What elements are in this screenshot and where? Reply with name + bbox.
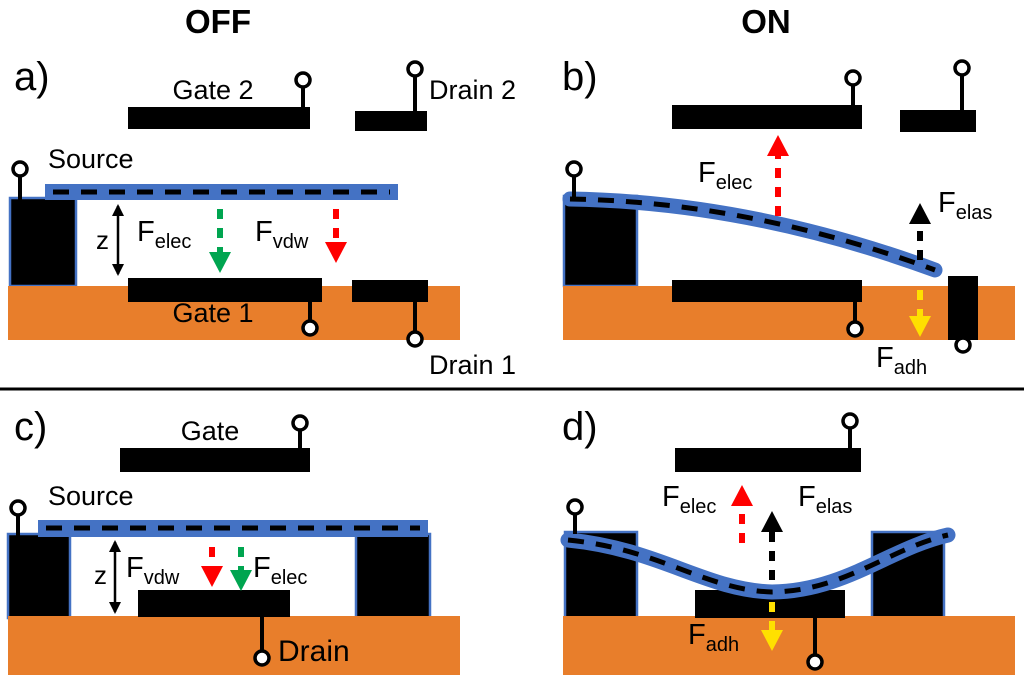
source-terminal-circle (9, 499, 27, 517)
source-label: Source (48, 144, 134, 174)
gate1-bar (128, 278, 322, 302)
gap-label: z (96, 225, 109, 255)
gate-bar (120, 448, 310, 472)
source-terminal-circle (565, 160, 583, 178)
panel-a-letter: a) (14, 55, 50, 99)
f-adh-sub: adh (894, 357, 927, 379)
f-elas-sub: elas (956, 202, 993, 224)
panel-c-letter: c) (14, 405, 47, 449)
source-beam-centerline (567, 532, 949, 595)
f-elec-sub: elec (271, 567, 308, 589)
anchor-block-right (354, 532, 432, 620)
panel-c: c) Gate Source Drain z Fvdw Felec (6, 405, 460, 675)
f-elec-label: Felec (137, 216, 191, 253)
panel-b-letter: b) (562, 55, 598, 99)
f-elec-sub: elec (680, 496, 717, 518)
drain-label: Drain (278, 635, 350, 668)
gate2-bar (128, 107, 310, 129)
substrate (563, 616, 1015, 675)
drain-terminal-circle (806, 653, 824, 671)
gate2-bar (672, 105, 862, 129)
drain2-terminal-circle (953, 59, 971, 77)
anchor-block-left (6, 532, 72, 620)
source-beam-centerline (569, 196, 936, 273)
gate-terminal-circle (291, 414, 309, 432)
drain2-terminal-circle (406, 60, 424, 78)
gate1-bar (672, 280, 862, 302)
drain1-terminal-circle (406, 330, 424, 348)
f-adh-base: F (688, 619, 706, 651)
panel-b: b) Felec Felas Fadh (562, 55, 1015, 379)
gate2-terminal-circle (294, 71, 312, 89)
f-elec-base: F (253, 552, 271, 584)
f-vdw-label: Fvdw (255, 216, 309, 253)
f-elec-base: F (698, 157, 716, 189)
source-beam (38, 520, 428, 537)
f-adh-label: Fadh (876, 342, 927, 379)
on-state-header: ON (741, 3, 791, 40)
f-elec-sub: elec (155, 231, 192, 253)
source-terminal-circle (11, 160, 29, 178)
gate-label: Gate (181, 416, 240, 446)
f-vdw-sub: vdw (144, 567, 180, 589)
gate2-label: Gate 2 (172, 75, 253, 105)
f-vdw-sub: vdw (273, 231, 309, 253)
source-terminal-circle (566, 498, 584, 516)
drain2-bar (900, 110, 976, 132)
f-elas-label: Felas (938, 187, 992, 224)
drain2-bar (355, 111, 427, 131)
f-elas-base: F (938, 187, 956, 219)
anchor-block (8, 196, 78, 288)
off-state-header: OFF (185, 3, 251, 40)
gate-terminal-circle (841, 412, 859, 430)
gate1-terminal-circle (301, 319, 319, 337)
f-elec-label: Felec (662, 481, 716, 518)
drain1-bar (352, 280, 428, 302)
drain-bar (138, 590, 290, 617)
panel-d: d) Felec Felas Fadh (560, 405, 1015, 675)
panel-d-letter: d) (562, 405, 598, 449)
f-elas-label: Felas (798, 481, 852, 518)
f-adh-sub: adh (706, 634, 739, 656)
f-elec-label: Felec (253, 552, 307, 589)
drain1-contact-bar (948, 276, 978, 340)
drain1-terminal-circle (954, 336, 972, 354)
gate-bar (675, 448, 861, 472)
gap-label: z (94, 560, 107, 590)
anchor-block (562, 194, 639, 288)
drain-terminal-circle (253, 649, 271, 667)
f-adh-base: F (876, 342, 894, 374)
f-vdw-base: F (126, 552, 144, 584)
f-elec-sub: elec (716, 172, 753, 194)
f-vdw-base: F (255, 216, 273, 248)
gate1-terminal-circle (846, 320, 864, 338)
f-elas-sub: elas (816, 496, 853, 518)
gate2-terminal-circle (844, 69, 862, 87)
drain1-label: Drain 1 (429, 350, 516, 380)
drain2-label: Drain 2 (429, 75, 516, 105)
f-elec-base: F (662, 481, 680, 513)
panel-a: a) Gate 2 Drain 2 Source Gate 1 Drain 1 … (8, 55, 516, 380)
substrate (8, 616, 460, 675)
source-label: Source (48, 481, 134, 511)
f-adh-label: Fadh (688, 619, 739, 656)
f-elas-base: F (798, 481, 816, 513)
gate1-label: Gate 1 (172, 298, 253, 328)
f-elec-base: F (137, 216, 155, 248)
f-elec-label: Felec (698, 157, 752, 194)
f-vdw-label: Fvdw (126, 552, 180, 589)
